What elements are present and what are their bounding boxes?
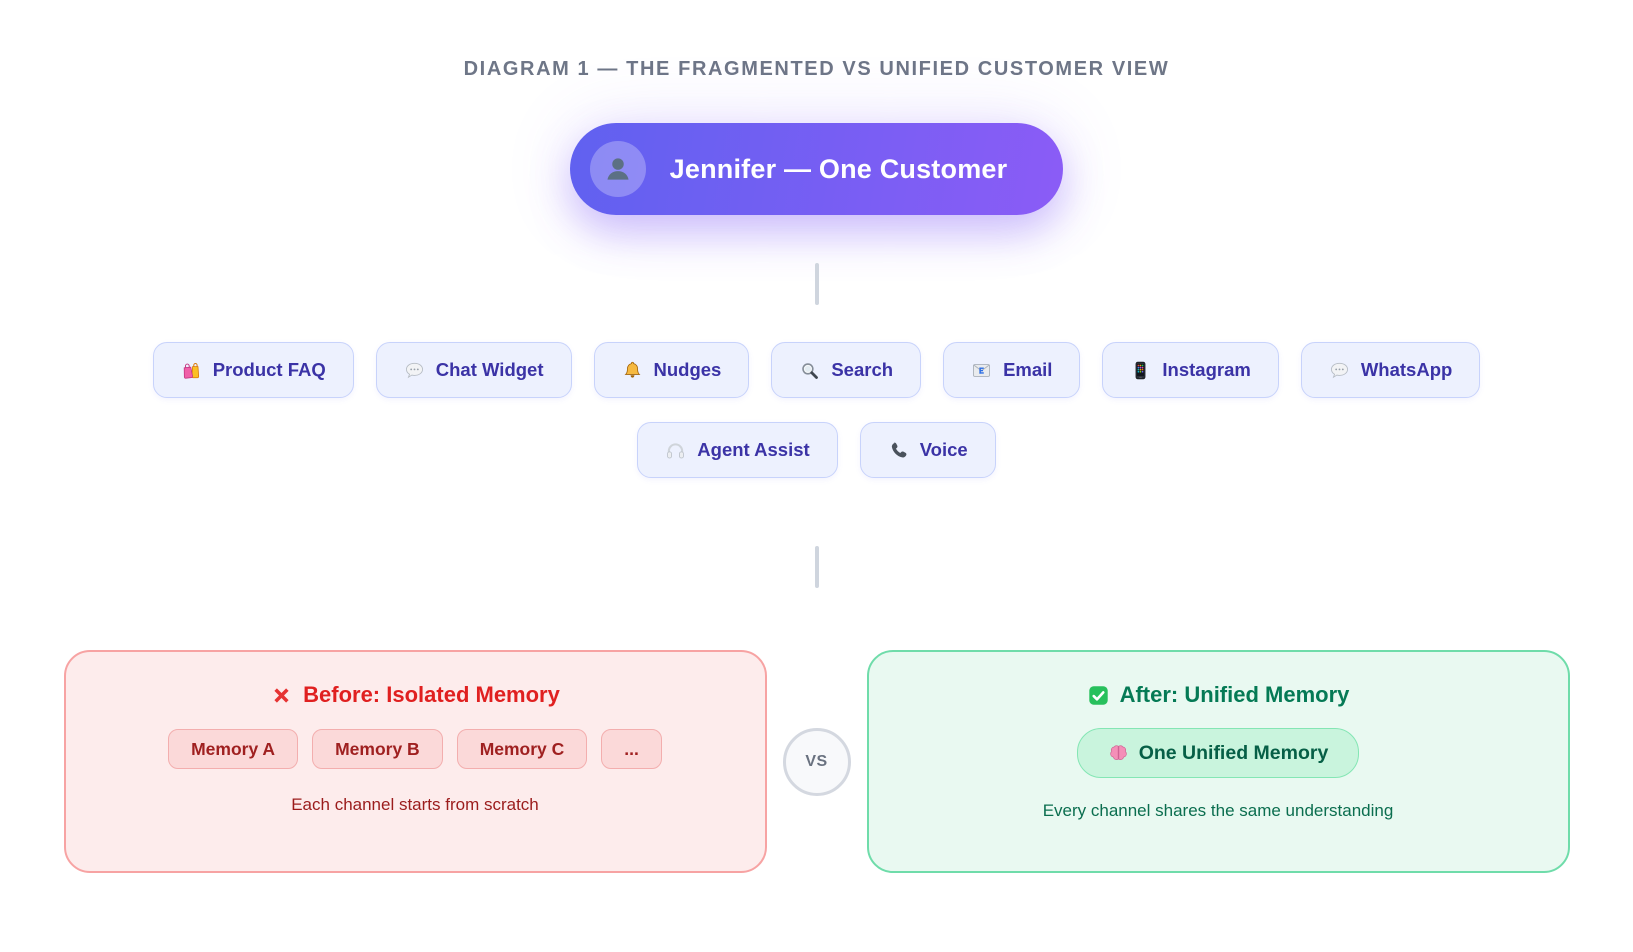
speech-balloon-icon [404, 360, 425, 381]
after-panel: After: Unified Memory One Unified Memory… [866, 650, 1570, 873]
connector-line-bottom [814, 546, 819, 588]
comparison-section: Before: Isolated Memory Memory A Memory B… [63, 650, 1570, 873]
magnifier-icon [799, 360, 820, 381]
vs-badge: VS [782, 727, 851, 796]
customer-pill: Jennifer — One Customer [569, 123, 1064, 215]
channel-chip-label: Chat Widget [435, 359, 544, 380]
speech-balloon-icon [1329, 360, 1350, 381]
channel-chip-instagram: Instagram [1102, 342, 1279, 398]
after-title-text: After: Unified Memory [1119, 682, 1350, 707]
after-caption: Every channel shares the same understand… [1042, 801, 1394, 820]
channel-chip-whatsapp: WhatsApp [1300, 342, 1481, 398]
channel-chip-label: Nudges [653, 359, 722, 380]
channel-chip-label: Agent Assist [697, 439, 810, 460]
memory-chip: ... [601, 729, 662, 769]
shopping-bags-icon [181, 360, 202, 381]
connector-line-top [814, 263, 819, 305]
memory-chip: Memory C [456, 729, 588, 769]
mobile-phone-icon [1130, 360, 1151, 381]
channel-chip-voice: Voice [859, 422, 996, 478]
telephone-receiver-icon [888, 440, 909, 461]
channel-chip-nudges: Nudges [593, 342, 750, 398]
channel-row-2: Agent Assist Voice [637, 422, 996, 478]
channel-chip-label: Instagram [1162, 359, 1251, 380]
avatar [589, 141, 646, 197]
bust-silhouette-icon [602, 153, 634, 185]
channel-chip-search: Search [771, 342, 922, 398]
channel-chip-email: Email [943, 342, 1081, 398]
after-title: After: Unified Memory [1087, 682, 1350, 708]
channel-chip-label: Voice [919, 439, 968, 460]
channel-chip-chat-widget: Chat Widget [375, 342, 572, 398]
channel-chip-agent-assist: Agent Assist [637, 422, 838, 478]
unified-memory-label: One Unified Memory [1138, 741, 1329, 764]
channel-chip-label: Email [1003, 359, 1053, 380]
cross-mark-icon [270, 684, 293, 707]
channel-chip-label: Search [831, 359, 894, 380]
before-caption: Each channel starts from scratch [291, 795, 539, 814]
memory-chip: Memory A [168, 729, 299, 769]
bell-icon [622, 360, 643, 381]
memory-chip: Memory B [312, 729, 443, 769]
channel-chip-label: WhatsApp [1360, 359, 1453, 380]
before-panel: Before: Isolated Memory Memory A Memory B… [63, 650, 767, 873]
customer-label: Jennifer — One Customer [669, 153, 1008, 184]
channel-row-1: Product FAQ Chat Widget Nudges Search Email I… [152, 342, 1481, 398]
channel-chip-product-faq: Product FAQ [152, 342, 354, 398]
before-title: Before: Isolated Memory [270, 682, 560, 708]
headphones-icon [665, 440, 686, 461]
diagram-title: DIAGRAM 1 — THE FRAGMENTED VS UNIFIED CU… [463, 58, 1170, 80]
check-mark-icon [1087, 684, 1110, 707]
brain-icon [1108, 743, 1129, 764]
email-icon [971, 360, 992, 381]
channel-chip-label: Product FAQ [212, 359, 326, 380]
memory-chips-row: Memory A Memory B Memory C... [168, 729, 662, 769]
before-title-text: Before: Isolated Memory [303, 682, 560, 707]
unified-memory-pill: One Unified Memory [1076, 728, 1360, 778]
